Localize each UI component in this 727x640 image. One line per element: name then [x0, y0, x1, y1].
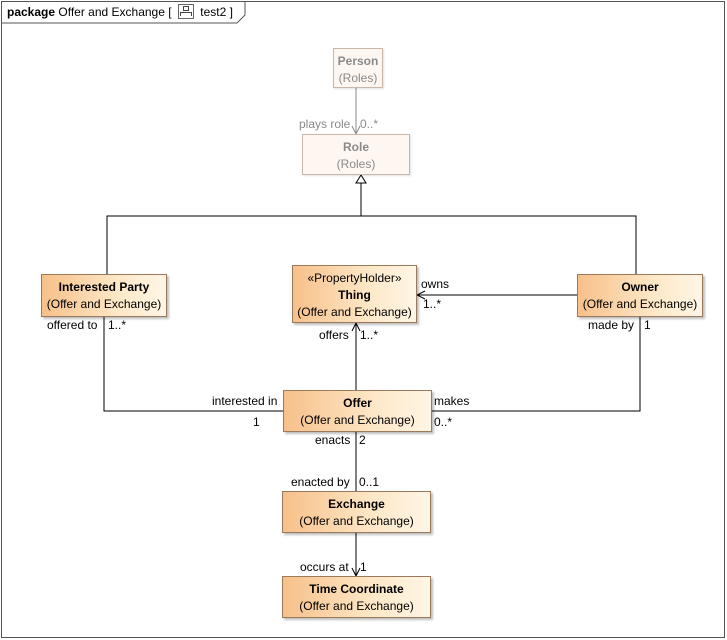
package-name: Offer and Exchange — [58, 5, 165, 19]
class-name: Role — [342, 140, 369, 154]
class-name: Owner — [621, 280, 659, 294]
package-keyword: package — [7, 5, 56, 19]
class-interested-party[interactable]: Interested Party (Offer and Exchange) — [41, 274, 167, 317]
class-offer[interactable]: Offer (Offer and Exchange) — [283, 390, 432, 432]
label-offered-to-mult: 1..* — [108, 318, 127, 332]
label-offers-mult: 1..* — [360, 328, 379, 342]
class-owner[interactable]: Owner (Offer and Exchange) — [577, 274, 703, 317]
class-name: Time Coordinate — [309, 582, 404, 596]
header-tab-outline — [1, 1, 246, 24]
class-name: Thing — [338, 288, 371, 302]
class-time-coordinate[interactable]: Time Coordinate (Offer and Exchange) — [282, 576, 431, 618]
label-interested-in-mult: 1 — [253, 415, 260, 429]
class-package: (Roles) — [338, 71, 378, 85]
label-occurs-at-mult: 1 — [360, 560, 367, 574]
class-package: (Offer and Exchange) — [300, 413, 415, 427]
label-interested-in: interested in — [212, 394, 278, 408]
label-enacted-by: enacted by — [291, 475, 350, 489]
label-plays-role-mult: 0..* — [360, 117, 379, 131]
close-bracket: ] — [229, 5, 233, 19]
interested-party-offer-association[interactable] — [103, 317, 283, 412]
label-made-by-mult: 1 — [644, 318, 651, 332]
label-owns: owns — [421, 277, 450, 291]
owner-offer-association[interactable] — [432, 317, 641, 412]
label-enacted-by-mult: 0..1 — [359, 475, 380, 489]
class-thing[interactable]: «PropertyHolder» Thing (Offer and Exchan… — [292, 265, 417, 323]
class-stereotype: «PropertyHolder» — [307, 271, 402, 285]
class-name: Person — [337, 54, 379, 68]
class-package: (Offer and Exchange) — [46, 297, 162, 311]
label-offers: offers — [319, 328, 349, 342]
class-name: Exchange — [328, 497, 385, 511]
open-bracket: [ — [168, 5, 172, 19]
diagram-name[interactable]: test2 — [200, 5, 227, 19]
class-package: (Offer and Exchange) — [297, 305, 412, 319]
class-package: (Offer and Exchange) — [299, 599, 414, 613]
label-makes: makes — [434, 394, 470, 408]
class-role[interactable]: Role (Roles) — [302, 134, 410, 175]
class-package: (Offer and Exchange) — [299, 514, 414, 528]
class-package: (Offer and Exchange) — [582, 297, 698, 311]
label-offered-to: offered to — [47, 318, 98, 332]
label-owns-mult: 1..* — [423, 297, 442, 311]
header-text: package Offer and Exchange [ test2 ] — [7, 4, 233, 19]
label-occurs-at: occurs at — [300, 560, 349, 574]
label-enacts-mult: 2 — [359, 433, 366, 447]
class-exchange[interactable]: Exchange (Offer and Exchange) — [282, 491, 431, 533]
label-makes-mult: 0..* — [434, 415, 453, 429]
class-package: (Roles) — [336, 157, 376, 171]
label-enacts: enacts — [315, 433, 351, 447]
label-plays-role: plays role — [299, 117, 351, 131]
generalization-to-role[interactable] — [106, 183, 637, 274]
class-name: Interested Party — [58, 280, 150, 294]
class-diagram-icon — [177, 4, 194, 19]
label-made-by: made by — [588, 318, 635, 332]
generalization-arrowhead — [355, 174, 367, 184]
class-person[interactable]: Person (Roles) — [333, 48, 383, 88]
class-name: Offer — [343, 396, 372, 410]
